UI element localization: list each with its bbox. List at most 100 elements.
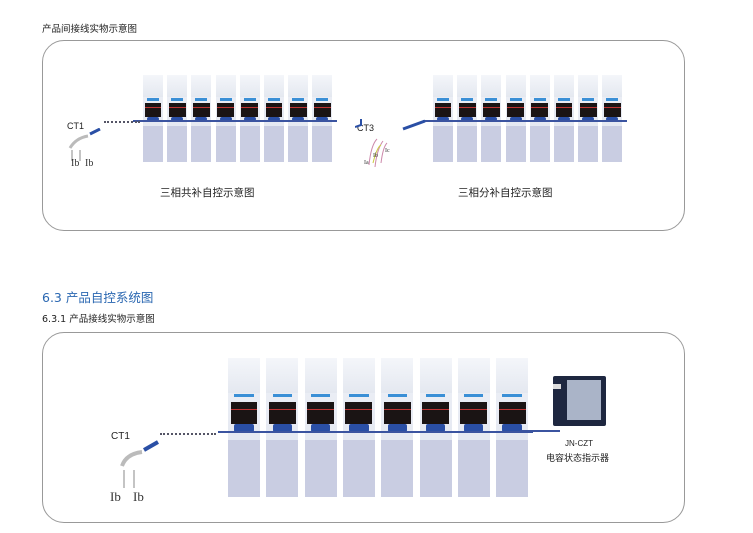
caption-split: 三相分补自控示意图 [458,187,553,199]
indicator-model: JN-CZT [565,439,593,448]
breaker-icon [230,402,258,425]
capacitor-unit [191,75,212,162]
breaker-icon [168,102,186,117]
terminal-icon [425,394,446,398]
breaker-icon [217,102,234,117]
connector-icon [464,424,484,433]
breaker-icon [555,102,573,117]
capacitor-unit [496,358,529,497]
capacitor-unit [419,358,452,497]
phase-label: Ia [364,160,369,166]
terminal-icon [349,394,369,398]
breaker-icon [460,402,488,425]
section-subheading: 6.3.1 产品接线实物示意图 [42,314,155,325]
connector-icon [349,424,369,433]
terminal-icon [461,97,474,101]
terminal-icon [387,394,407,398]
section-heading: 6.3 产品自控系统图 [42,290,154,305]
connector-icon [268,116,280,122]
ib-label: Ib [110,489,121,504]
terminal-icon [272,394,292,398]
breaker-icon [498,402,526,425]
breaker-icon [482,102,500,117]
terminal-icon [533,97,546,101]
capacitor-unit [578,75,599,162]
terminal-icon [509,97,522,101]
breaker-icon [345,402,373,425]
capacitor-unit [312,75,333,162]
current-transformer-icon [68,128,101,161]
capacitor-unit [381,358,414,497]
breaker-icon [268,402,296,425]
capacitor-unit [228,358,260,497]
capacitor-unit [288,75,309,162]
signal-cable [104,121,140,123]
connector-icon [502,424,522,433]
connector-icon [485,116,498,122]
terminal-icon [310,394,331,398]
terminal-icon [502,394,522,398]
breaker-icon [531,102,549,117]
connector-icon [606,116,619,122]
capacitor-unit [167,75,188,162]
terminal-icon [316,97,329,101]
indicator-name: 电容状态指示器 [546,454,610,464]
caption-common: 三相共补自控示意图 [160,187,255,199]
connector-icon [219,116,232,122]
bus-cable [218,430,534,433]
breaker-icon [458,102,476,117]
breaker-icon [434,102,452,117]
terminal-icon [147,97,159,101]
breaker-icon [265,102,283,117]
breaker-icon [313,102,331,117]
connector-icon [316,116,329,122]
connector-icon [509,116,522,122]
capacitor-unit [457,75,478,162]
capacitor-unit [143,75,163,162]
terminal-icon [485,97,498,101]
capacitor-unit [505,75,526,162]
connector-icon [582,116,595,122]
capacitor-unit [264,75,284,162]
capacitor-unit [481,75,502,162]
terminal-icon [464,394,484,398]
breaker-icon [307,402,335,425]
terminal-icon [234,394,254,398]
breaker-icon [241,102,259,117]
terminal-icon [558,97,570,101]
terminal-icon [219,97,232,101]
breaker-icon [603,102,621,117]
connector-icon [243,116,256,122]
terminal-icon [606,97,619,101]
ib-label: Ib [85,158,94,169]
ct-label: CT1 [67,121,85,131]
phase-label: Ib [373,153,378,159]
connector-icon [533,116,546,122]
bus-cable [133,120,338,123]
indicator-cable [520,430,560,432]
terminal-icon [292,97,305,101]
connector-icon [437,116,449,122]
connector-icon [195,116,208,122]
connector-icon [171,116,184,122]
terminal-icon [268,97,280,101]
capacitor-unit [266,358,299,497]
connector-icon [425,424,446,433]
capacitor-unit [554,75,574,162]
signal-cable [160,433,216,435]
capacitor-unit [433,75,453,162]
phase-label: Ic [385,148,390,154]
section-title: 产品间接线实物示意图 [42,24,138,35]
connector-icon [558,116,570,122]
bus-cable [423,120,628,123]
capacitor-unit [529,75,550,162]
three-phase-ct-icon [355,119,426,168]
terminal-icon [582,97,595,101]
connector-icon [234,424,254,433]
capacitor-unit [457,358,490,497]
terminal-icon [195,97,208,101]
connector-icon [461,116,474,122]
breaker-icon [422,402,449,425]
breaker-icon [579,102,597,117]
breaker-icon [383,402,411,425]
